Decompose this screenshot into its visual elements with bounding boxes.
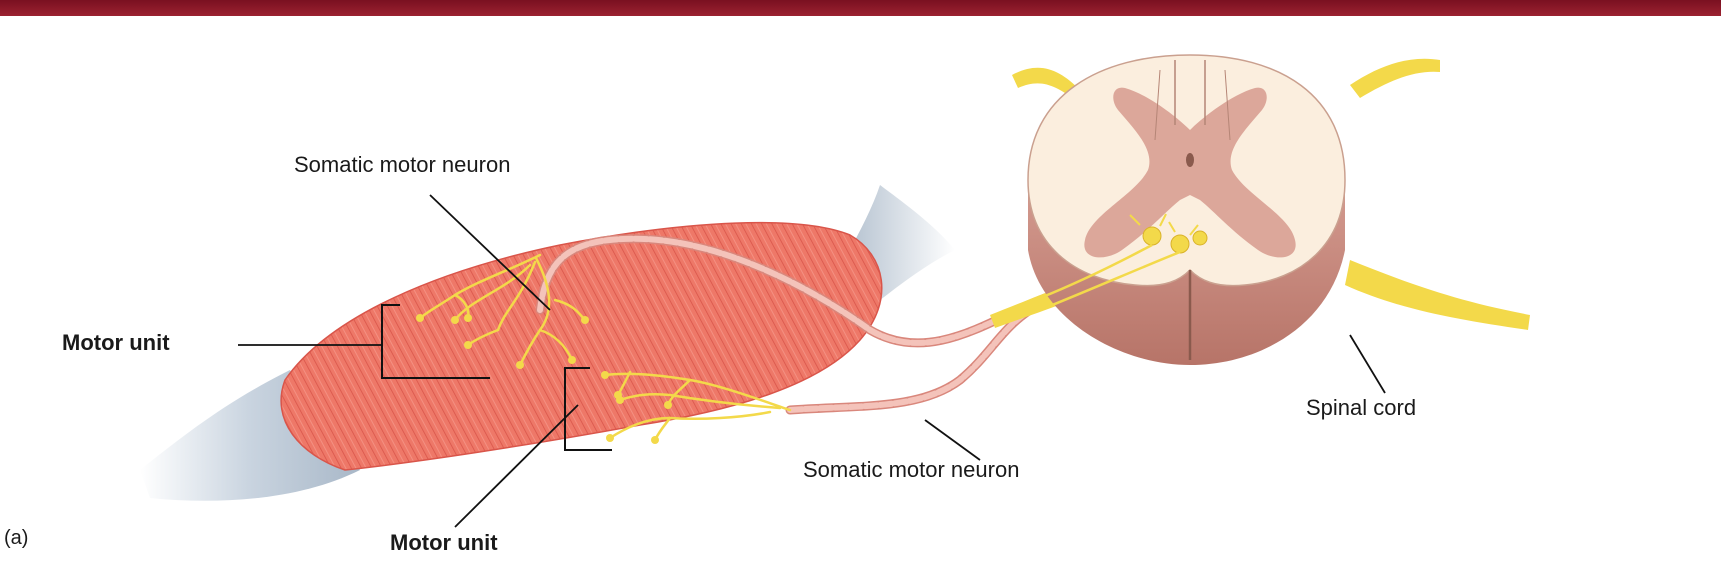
spinal-nerve-root-right-lower xyxy=(1345,260,1530,330)
leader-spinal-cord xyxy=(1350,335,1385,393)
label-motor-unit-bottom: Motor unit xyxy=(390,530,498,556)
label-panel-letter: (a) xyxy=(4,527,28,550)
spinal-nerve-root-right-upper xyxy=(1350,59,1440,98)
label-motor-unit-left: Motor unit xyxy=(62,330,170,356)
central-canal xyxy=(1186,153,1194,167)
leader-somatic-motor-neuron-bottom xyxy=(925,420,980,460)
label-spinal-cord: Spinal cord xyxy=(1306,395,1416,421)
label-somatic-motor-neuron-bottom: Somatic motor neuron xyxy=(803,457,1019,483)
label-somatic-motor-neuron-top: Somatic motor neuron xyxy=(294,152,510,178)
spinal-cord xyxy=(990,55,1530,365)
skeletal-muscle xyxy=(281,223,882,470)
